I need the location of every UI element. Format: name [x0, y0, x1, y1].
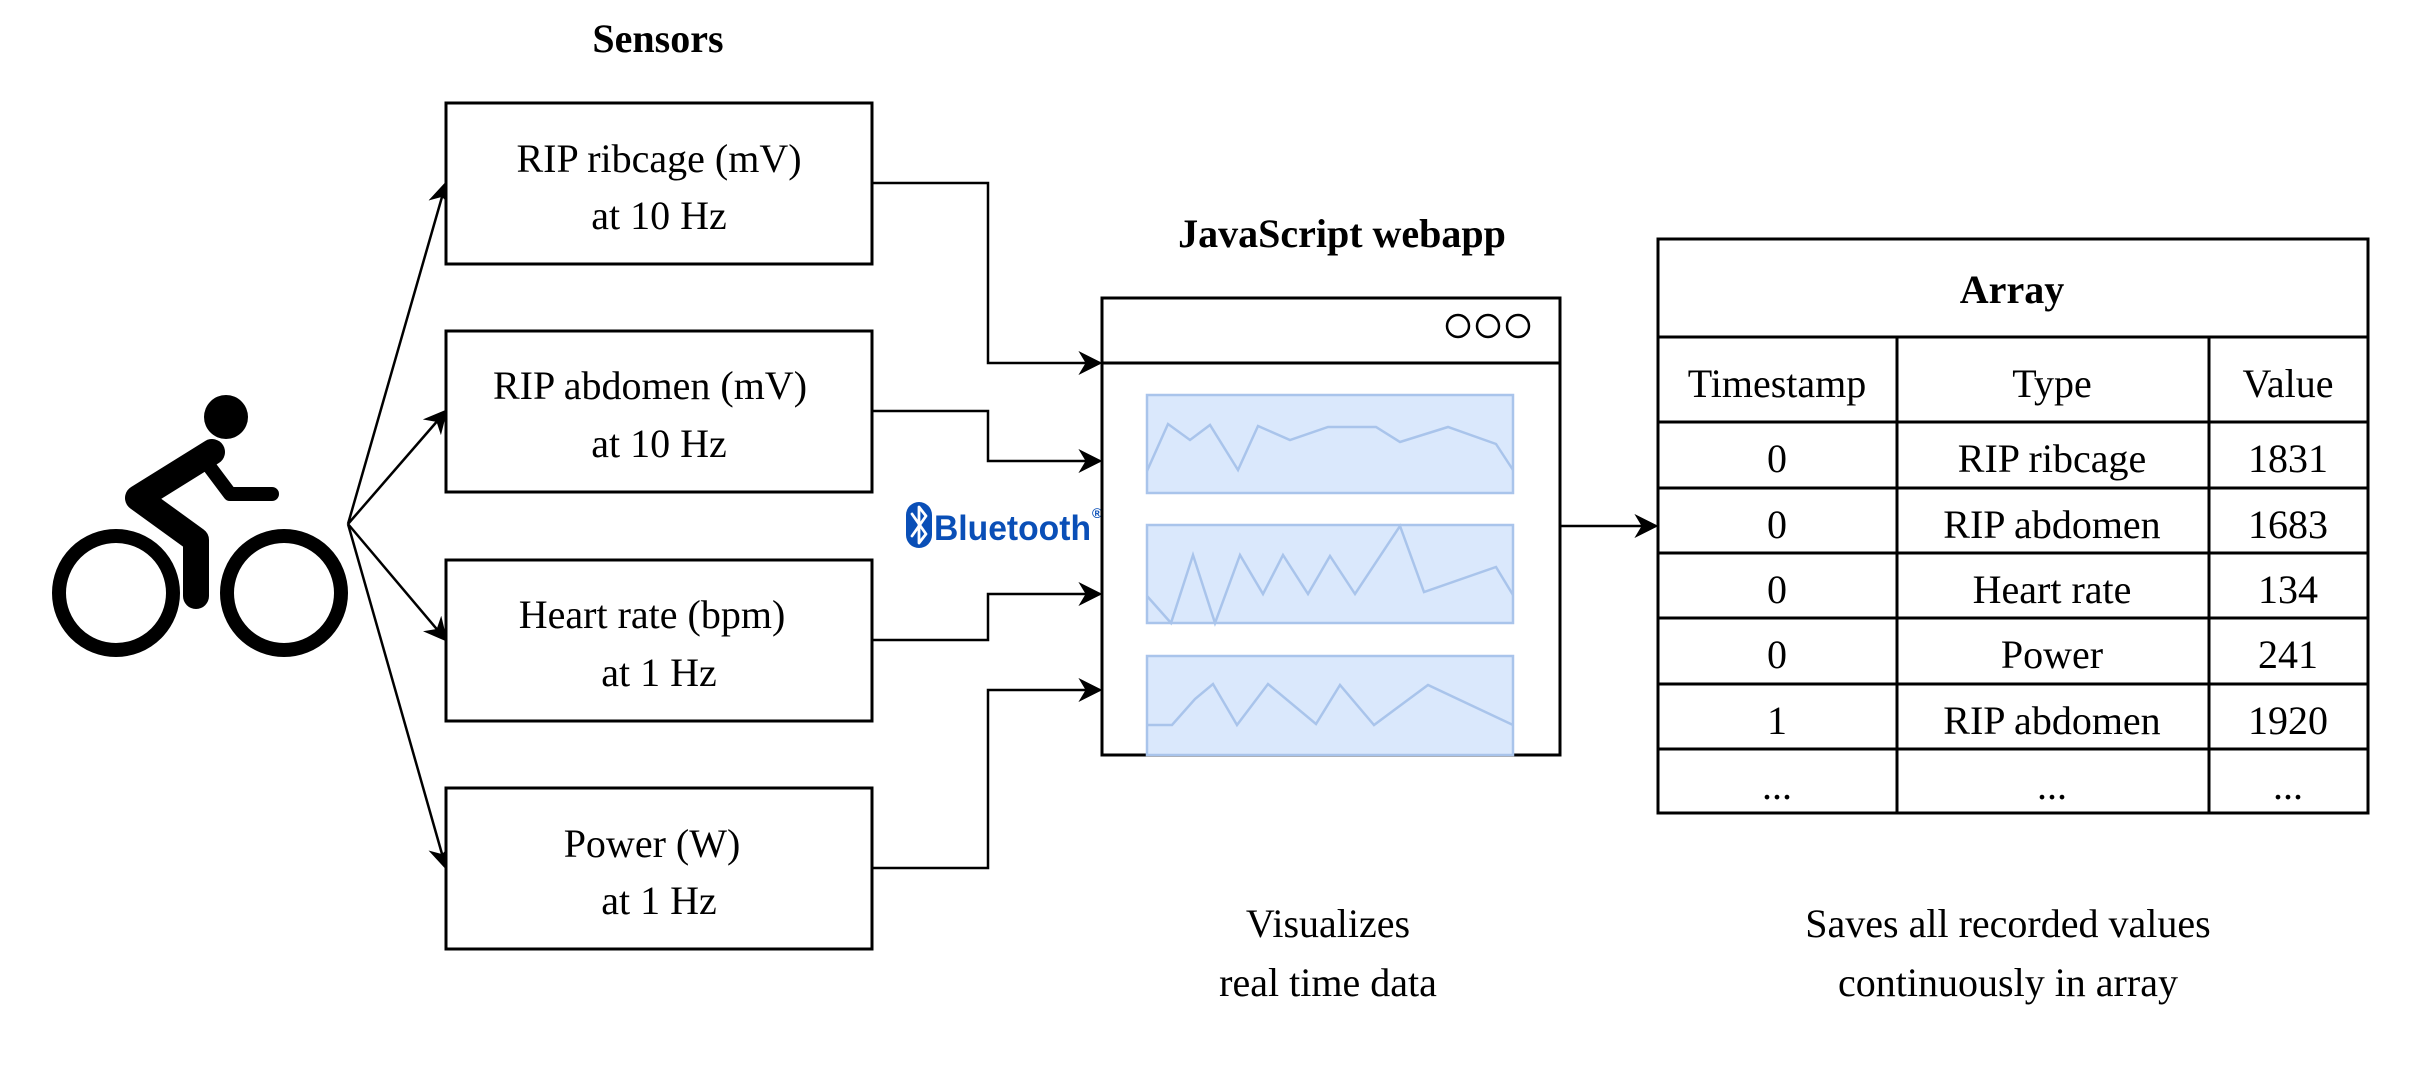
cell-timestamp: 0: [1767, 502, 1787, 547]
window-controls: [1445, 313, 1531, 339]
cell-timestamp: 0: [1767, 632, 1787, 677]
window-control-dot: [1475, 313, 1501, 339]
cell-type: Heart rate: [1973, 567, 2132, 612]
sensor-rate: at 10 Hz: [591, 193, 727, 238]
cell-timestamp: 0: [1767, 436, 1787, 481]
webapp-title: JavaScript webapp: [1178, 211, 1506, 256]
cell-value: 241: [2258, 632, 2318, 677]
cell-value: 1831: [2248, 436, 2328, 481]
column-header-value: Value: [2242, 361, 2333, 406]
table-row: 0 Power 241: [1767, 632, 2318, 677]
sensor-rate: at 1 Hz: [601, 650, 717, 695]
array-title: Array: [1960, 267, 2064, 312]
sensor-box-rip-ribcage: RIP ribcage (mV) at 10 Hz: [444, 101, 874, 266]
sensor-label: RIP abdomen (mV): [493, 363, 807, 408]
array-caption-line1: Saves all recorded values: [1805, 901, 2210, 946]
window-control-dot: [1505, 313, 1531, 339]
cell-type: ...: [2037, 763, 2067, 808]
bluetooth-label: Bluetooth: [934, 509, 1091, 548]
cell-type: RIP abdomen: [1943, 502, 2160, 547]
array-table: Array Timestamp Type Value 0 RIP ribcage…: [1656, 237, 2370, 815]
cell-value: ...: [2273, 763, 2303, 808]
cell-timestamp: 1: [1767, 698, 1787, 743]
sensor-box-heart-rate: Heart rate (bpm) at 1 Hz: [444, 558, 874, 723]
cell-type: Power: [2001, 632, 2103, 677]
sensor-rate: at 10 Hz: [591, 421, 727, 466]
live-chart-panel: [1145, 393, 1515, 495]
column-header-type: Type: [2012, 361, 2091, 406]
webapp-caption-line2: real time data: [1219, 960, 1437, 1005]
array-caption-line2: continuously in array: [1838, 960, 2178, 1005]
live-chart-panel: [1145, 523, 1515, 627]
table-row: 0 RIP ribcage 1831: [1767, 436, 2328, 481]
bluetooth-icon: [906, 502, 932, 548]
sensor-box-rip-abdomen: RIP abdomen (mV) at 10 Hz: [444, 329, 874, 494]
sensor-box-power: Power (W) at 1 Hz: [444, 786, 874, 951]
cell-type: RIP ribcage: [1958, 436, 2146, 481]
live-trace: [1146, 523, 1515, 627]
rider-to-sensor-arrows: [346, 180, 452, 871]
table-row: 0 RIP abdomen 1683: [1767, 502, 2328, 547]
sensor-rate: at 1 Hz: [601, 878, 717, 923]
cell-value: 1920: [2248, 698, 2328, 743]
live-chart-panel: [1145, 654, 1515, 757]
sensors-heading: Sensors: [592, 16, 723, 61]
table-row: 0 Heart rate 134: [1767, 567, 2318, 612]
bluetooth-logo: Bluetooth ®: [906, 502, 1103, 548]
column-header-timestamp: Timestamp: [1688, 361, 1867, 406]
cyclist-icon: [52, 395, 348, 657]
live-trace: [1145, 422, 1515, 473]
sensor-to-webapp-connectors: [872, 181, 1103, 870]
cell-value: 1683: [2248, 502, 2328, 547]
table-row: 1 RIP abdomen 1920: [1767, 698, 2328, 743]
live-trace: [1147, 682, 1514, 728]
webapp-browser-window: [1100, 296, 1562, 757]
sensor-label: Heart rate (bpm): [519, 592, 786, 637]
cell-timestamp: ...: [1762, 763, 1792, 808]
cell-type: RIP abdomen: [1943, 698, 2160, 743]
sensor-label: Power (W): [564, 821, 741, 866]
cell-timestamp: 0: [1767, 567, 1787, 612]
registered-mark: ®: [1092, 505, 1103, 521]
webapp-caption-line1: Visualizes: [1246, 901, 1410, 946]
table-row: ... ... ...: [1762, 763, 2303, 808]
cell-value: 134: [2258, 567, 2318, 612]
sensor-label: RIP ribcage (mV): [516, 136, 801, 181]
window-control-dot: [1445, 313, 1471, 339]
